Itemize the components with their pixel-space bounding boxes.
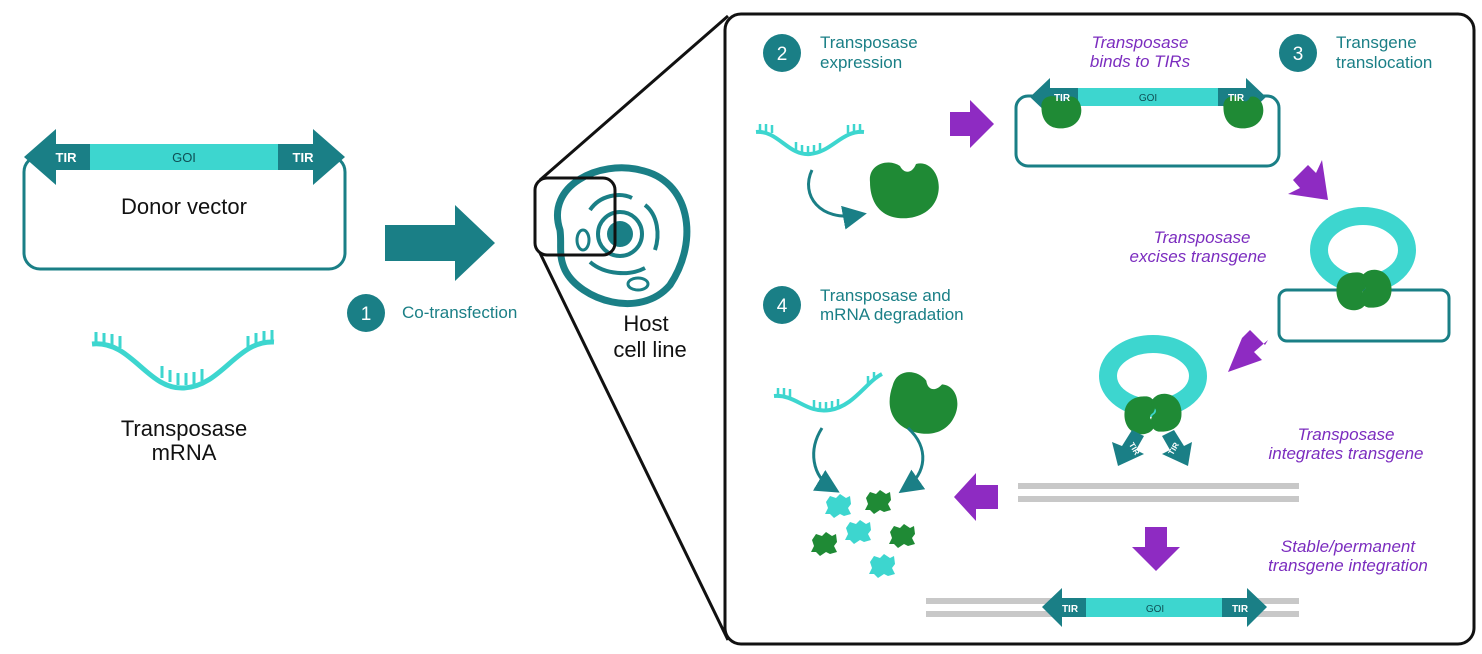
step3-line2: translocation bbox=[1336, 53, 1432, 72]
bound-tir-right-label: TIR bbox=[1228, 93, 1245, 104]
integrates-line2: integrates transgene bbox=[1269, 444, 1424, 463]
bound-goi-label: GOI bbox=[1139, 93, 1157, 104]
mrna-expression-icon bbox=[755, 124, 865, 157]
degraded-fragment-icon bbox=[869, 554, 895, 578]
integrated-tir-left-label: TIR bbox=[1062, 604, 1079, 615]
integrating-transgene: TIR TIR bbox=[1099, 335, 1207, 466]
excises-line2: excises transgene bbox=[1129, 247, 1266, 266]
purple-arrow-icon bbox=[954, 473, 998, 521]
step2-line1: Transposase bbox=[820, 33, 918, 52]
step2-badge bbox=[763, 34, 801, 72]
bound-vector: TIR GOI TIR bbox=[1014, 78, 1281, 168]
mrna-icon bbox=[91, 330, 275, 391]
tir-left-label: TIR bbox=[56, 150, 78, 165]
host-label-line2: cell line bbox=[613, 337, 686, 362]
integrated-transgene: TIR GOI TIR bbox=[926, 588, 1299, 627]
integrates-line1: Transposase bbox=[1297, 425, 1394, 444]
step1-number: 1 bbox=[361, 304, 372, 325]
binds-line1: Transposase bbox=[1091, 33, 1188, 52]
goi-segment bbox=[90, 144, 278, 170]
donor-vector-label: Donor vector bbox=[121, 194, 247, 219]
integrate-tir-right-arrow-icon bbox=[1162, 430, 1192, 466]
purple-arrow-icon bbox=[1132, 527, 1180, 571]
stable-line2: transgene integration bbox=[1268, 556, 1428, 575]
bound-tir-left-label: TIR bbox=[1054, 93, 1071, 104]
mrna-label-line1: Transposase bbox=[121, 416, 247, 441]
purple-arrow-icon bbox=[1228, 330, 1268, 372]
degraded-fragment-icon bbox=[865, 490, 891, 514]
tir-right-label: TIR bbox=[293, 150, 315, 165]
integrated-tir-left-arrow-icon bbox=[1042, 588, 1086, 627]
goi-label: GOI bbox=[172, 150, 196, 165]
integrate-tir-left-arrow-icon bbox=[1112, 430, 1144, 466]
donor-vector: TIR GOI TIR Donor vector bbox=[22, 129, 347, 271]
degraded-fragment-icon bbox=[845, 520, 871, 544]
excised-transgene bbox=[1277, 207, 1451, 343]
degraded-fragment-icon bbox=[825, 494, 851, 518]
zoom-line-top bbox=[539, 14, 729, 182]
step1-badge bbox=[347, 294, 385, 332]
binds-line2: binds to TIRs bbox=[1090, 52, 1191, 71]
stable-line1: Stable/permanent bbox=[1281, 537, 1416, 556]
step4-line2: mRNA degradation bbox=[820, 305, 964, 324]
step4-line1: Transposase and bbox=[820, 286, 951, 305]
host-dna-strand-top bbox=[1018, 483, 1299, 489]
degraded-fragment-icon bbox=[889, 524, 915, 548]
degraded-fragment-icon bbox=[811, 532, 837, 556]
degrading-mrna-icon bbox=[773, 372, 884, 413]
tir-left-arrow-icon bbox=[24, 129, 90, 185]
integrated-tir-right-label: TIR bbox=[1232, 604, 1249, 615]
step2-line2: expression bbox=[820, 53, 902, 72]
integrated-tir-right-arrow-icon bbox=[1222, 588, 1267, 627]
zoom-panel bbox=[723, 12, 1476, 646]
cycle-arrow-icon bbox=[807, 169, 867, 230]
step4-badge bbox=[763, 286, 801, 324]
purple-arrow-icon bbox=[950, 100, 994, 148]
transposase-enzyme-icon bbox=[869, 162, 939, 219]
cycle-arrow-icon bbox=[898, 426, 926, 494]
step3-badge bbox=[1279, 34, 1317, 72]
mrna-label-line2: mRNA bbox=[152, 440, 217, 465]
degrading-enzyme-icon bbox=[880, 367, 964, 444]
step1-label: Co-transfection bbox=[402, 303, 517, 322]
step3-line1: Transgene bbox=[1336, 33, 1417, 52]
step3-number: 3 bbox=[1293, 44, 1304, 65]
purple-arrow-icon bbox=[1288, 160, 1328, 200]
zoom-line-bottom bbox=[538, 252, 730, 641]
cycle-arrow-icon bbox=[812, 427, 840, 493]
integrated-goi-label: GOI bbox=[1146, 604, 1164, 615]
host-label-line1: Host bbox=[623, 311, 668, 336]
cell-icon bbox=[533, 164, 691, 307]
excises-line1: Transposase bbox=[1153, 228, 1250, 247]
tir-right-arrow-icon bbox=[278, 129, 345, 185]
host-dna-strand-bottom bbox=[1018, 496, 1299, 502]
step2-number: 2 bbox=[777, 44, 788, 65]
transfection-arrow-icon bbox=[385, 205, 495, 281]
step4-number: 4 bbox=[777, 296, 788, 317]
